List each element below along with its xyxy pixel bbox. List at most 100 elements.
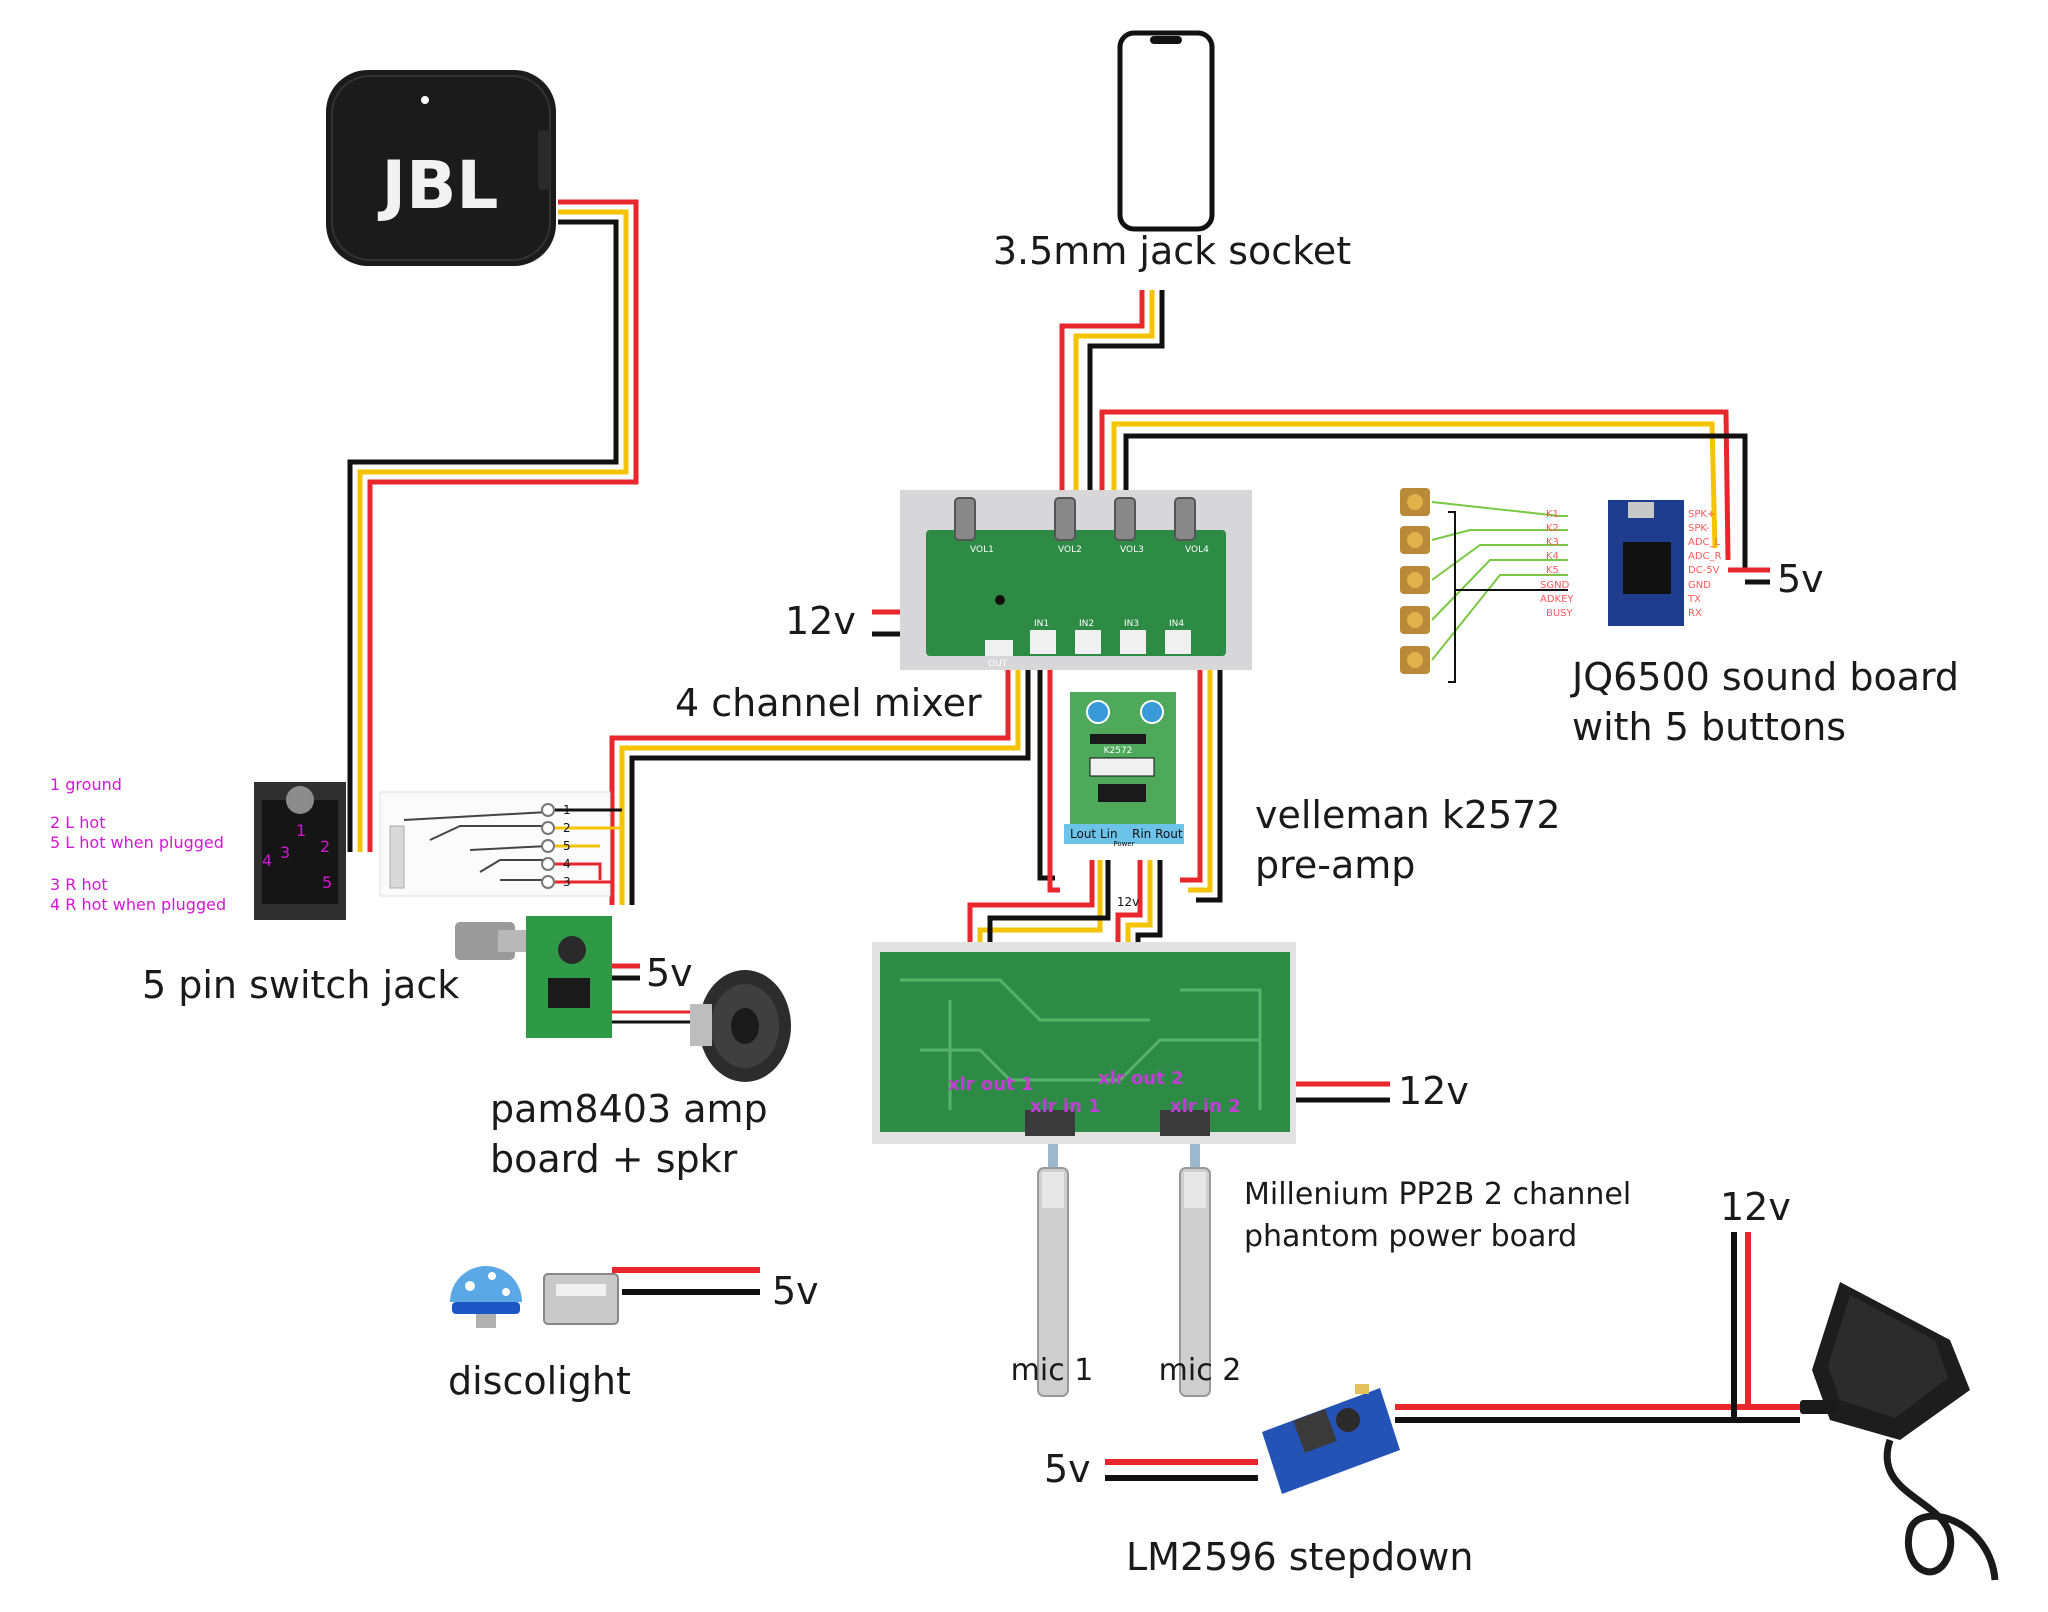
mixer-silk-out: OUT [988,659,1008,669]
jq-pin-k3: K3 [1546,537,1559,548]
wire-phone-yellow [1073,290,1155,615]
jack-pin-notes: 1 ground 2 L hot 5 L hot when plugged 3 … [50,775,226,914]
jack-pin-1: 1 [563,803,571,817]
jq-pin-tx: TX [1687,594,1701,605]
preamp-power-label: 12v [1117,895,1139,909]
jq6500-board: K1 K2 K3 K4 K5 SGND ADKEY BUSY SPK+ SPK-… [1400,488,1722,683]
preamp-board: K2572 Lout Lin Rin Rout Power 12v [1064,692,1184,909]
jq-pin-k5: K5 [1546,565,1559,576]
wire-pre-red [1180,640,1203,883]
pam-label-line1: pam8403 amp [490,1087,768,1131]
wire-jbl-red [367,199,639,852]
psu-12v-label: 12v [1720,1185,1791,1229]
preamp-silk-left: Lout Lin [1070,827,1118,841]
phantom-silk-xlr-out-2: xlr out 2 [1098,1068,1184,1089]
preamp-silk-power: Power [1113,840,1134,848]
mixer-board: VOL1 VOL2 VOL3 VOL4 OUT IN1 IN2 IN3 IN4 [900,490,1252,670]
speaker-icon [690,970,791,1082]
jack-photo-pin-5: 5 [322,873,332,892]
jack-pin-4: 4 [563,857,571,871]
wire-mix-black [629,655,1031,905]
jq-pin-gnd: GND [1688,580,1711,591]
phantom-label-line1: Millenium PP2B 2 channel [1244,1177,1631,1212]
jq-pin-busy: BUSY [1546,608,1574,619]
pin-note-5: 5 L hot when plugged [50,833,224,852]
jq-pin-sgnd: SGND [1540,580,1570,591]
mixer-label: 4 channel mixer [675,681,982,725]
mixer-silk-vol3: VOL3 [1120,545,1144,555]
phantom-label-line2: phantom power board [1244,1219,1577,1254]
power-adapter-icon [1800,1282,1999,1581]
wire-phone-black [1087,290,1165,610]
jq-pin-dc5v: DC-5V [1688,565,1720,576]
wire-jbl-yellow [357,209,629,852]
phantom-silk-xlr-in-2: xlr in 2 [1170,1096,1241,1117]
jq-pin-k4: K4 [1546,551,1559,562]
wire-pre-yellow [1188,640,1213,893]
disco-label: discolight [448,1359,631,1403]
jq-pin-k1: K1 [1546,509,1559,520]
jq-label-line2: with 5 buttons [1572,705,1846,749]
stepdown-label: LM2596 stepdown [1126,1535,1473,1579]
speaker-logo: JBL [378,147,499,224]
wire-jbl-black [347,219,619,852]
jack-photo-pin-3: 3 [280,843,290,862]
mixer-silk-vol2: VOL2 [1058,545,1082,555]
button-ground [1448,511,1568,683]
jq-power-label: 5v [1777,557,1824,601]
phantom-power-label: 12v [1398,1069,1469,1113]
jq-pin-rx: RX [1688,608,1702,619]
stepdown-board [1262,1384,1400,1494]
mic-1-icon [1037,1144,1069,1397]
jq-pin-k2: K2 [1546,523,1559,534]
wire-phone-red [1059,290,1145,620]
disco-power-label: 5v [772,1269,819,1313]
preamp-label-line2: pre-amp [1255,843,1415,887]
phantom-silk-xlr-in-1: xlr in 1 [1030,1096,1101,1117]
jack-photo-pin-4: 4 [262,851,272,870]
jq-pin-spkp: SPK+ [1688,509,1715,520]
jack-photo-pin-1: 1 [296,821,306,840]
mixer-power-label: 12v [785,599,856,643]
jack-photo-pin-2: 2 [320,837,330,856]
phone-jack-label: 3.5mm jack socket [993,229,1351,273]
phantom-silk-xlr-out-1: xlr out 1 [948,1074,1034,1095]
pin-note-4: 4 R hot when plugged [50,895,226,914]
mic-1-label: mic 1 [1011,1353,1094,1388]
switch-jack-photo: 1 3 2 4 5 [254,782,346,920]
jack-pin-2: 2 [563,821,571,835]
mic-2-label: mic 2 [1159,1353,1242,1388]
phone-icon [1117,30,1215,232]
switch-jack-schematic: 1 2 5 4 3 [379,791,622,897]
mic-2-icon [1179,1144,1211,1397]
pam-label-line2: board + spkr [490,1137,738,1181]
discolight-icon [450,1266,522,1328]
mixer-silk-vol4: VOL4 [1185,545,1209,555]
jack-pin-3: 3 [563,875,571,889]
pin-note-1: 1 ground [50,775,122,794]
preamp-silk-right: Rin Rout [1132,827,1183,841]
mixer-silk-in2: IN2 [1079,619,1094,629]
wire-mix-red [609,655,1011,905]
mixer-knobs [954,497,1196,541]
pam-power-label: 5v [646,951,693,995]
jq-pin-adkey: ADKEY [1540,594,1574,605]
jq-label-line1: JQ6500 sound board [1570,655,1959,699]
jq-pin-adcr: ADC_R [1688,551,1722,562]
mixer-silk-in1: IN1 [1034,619,1049,629]
switch-jack-label: 5 pin switch jack [142,963,459,1007]
jbl-speaker-icon: JBL [326,70,556,266]
jq-pin-adcl: ADC_L [1688,537,1721,548]
pin-note-2: 2 L hot [50,813,105,832]
wire-pre-black [1196,640,1223,903]
pam8403-board [455,916,612,1038]
stepdown-5v-label: 5v [1044,1447,1091,1491]
mixer-silk-in4: IN4 [1169,619,1184,629]
mixer-silk-vol1: VOL1 [970,545,994,555]
wire-pre-left-red [1047,655,1060,893]
mixer-silk-in3: IN3 [1124,619,1139,629]
push-buttons [1400,488,1430,674]
pin-note-3: 3 R hot [50,875,108,894]
